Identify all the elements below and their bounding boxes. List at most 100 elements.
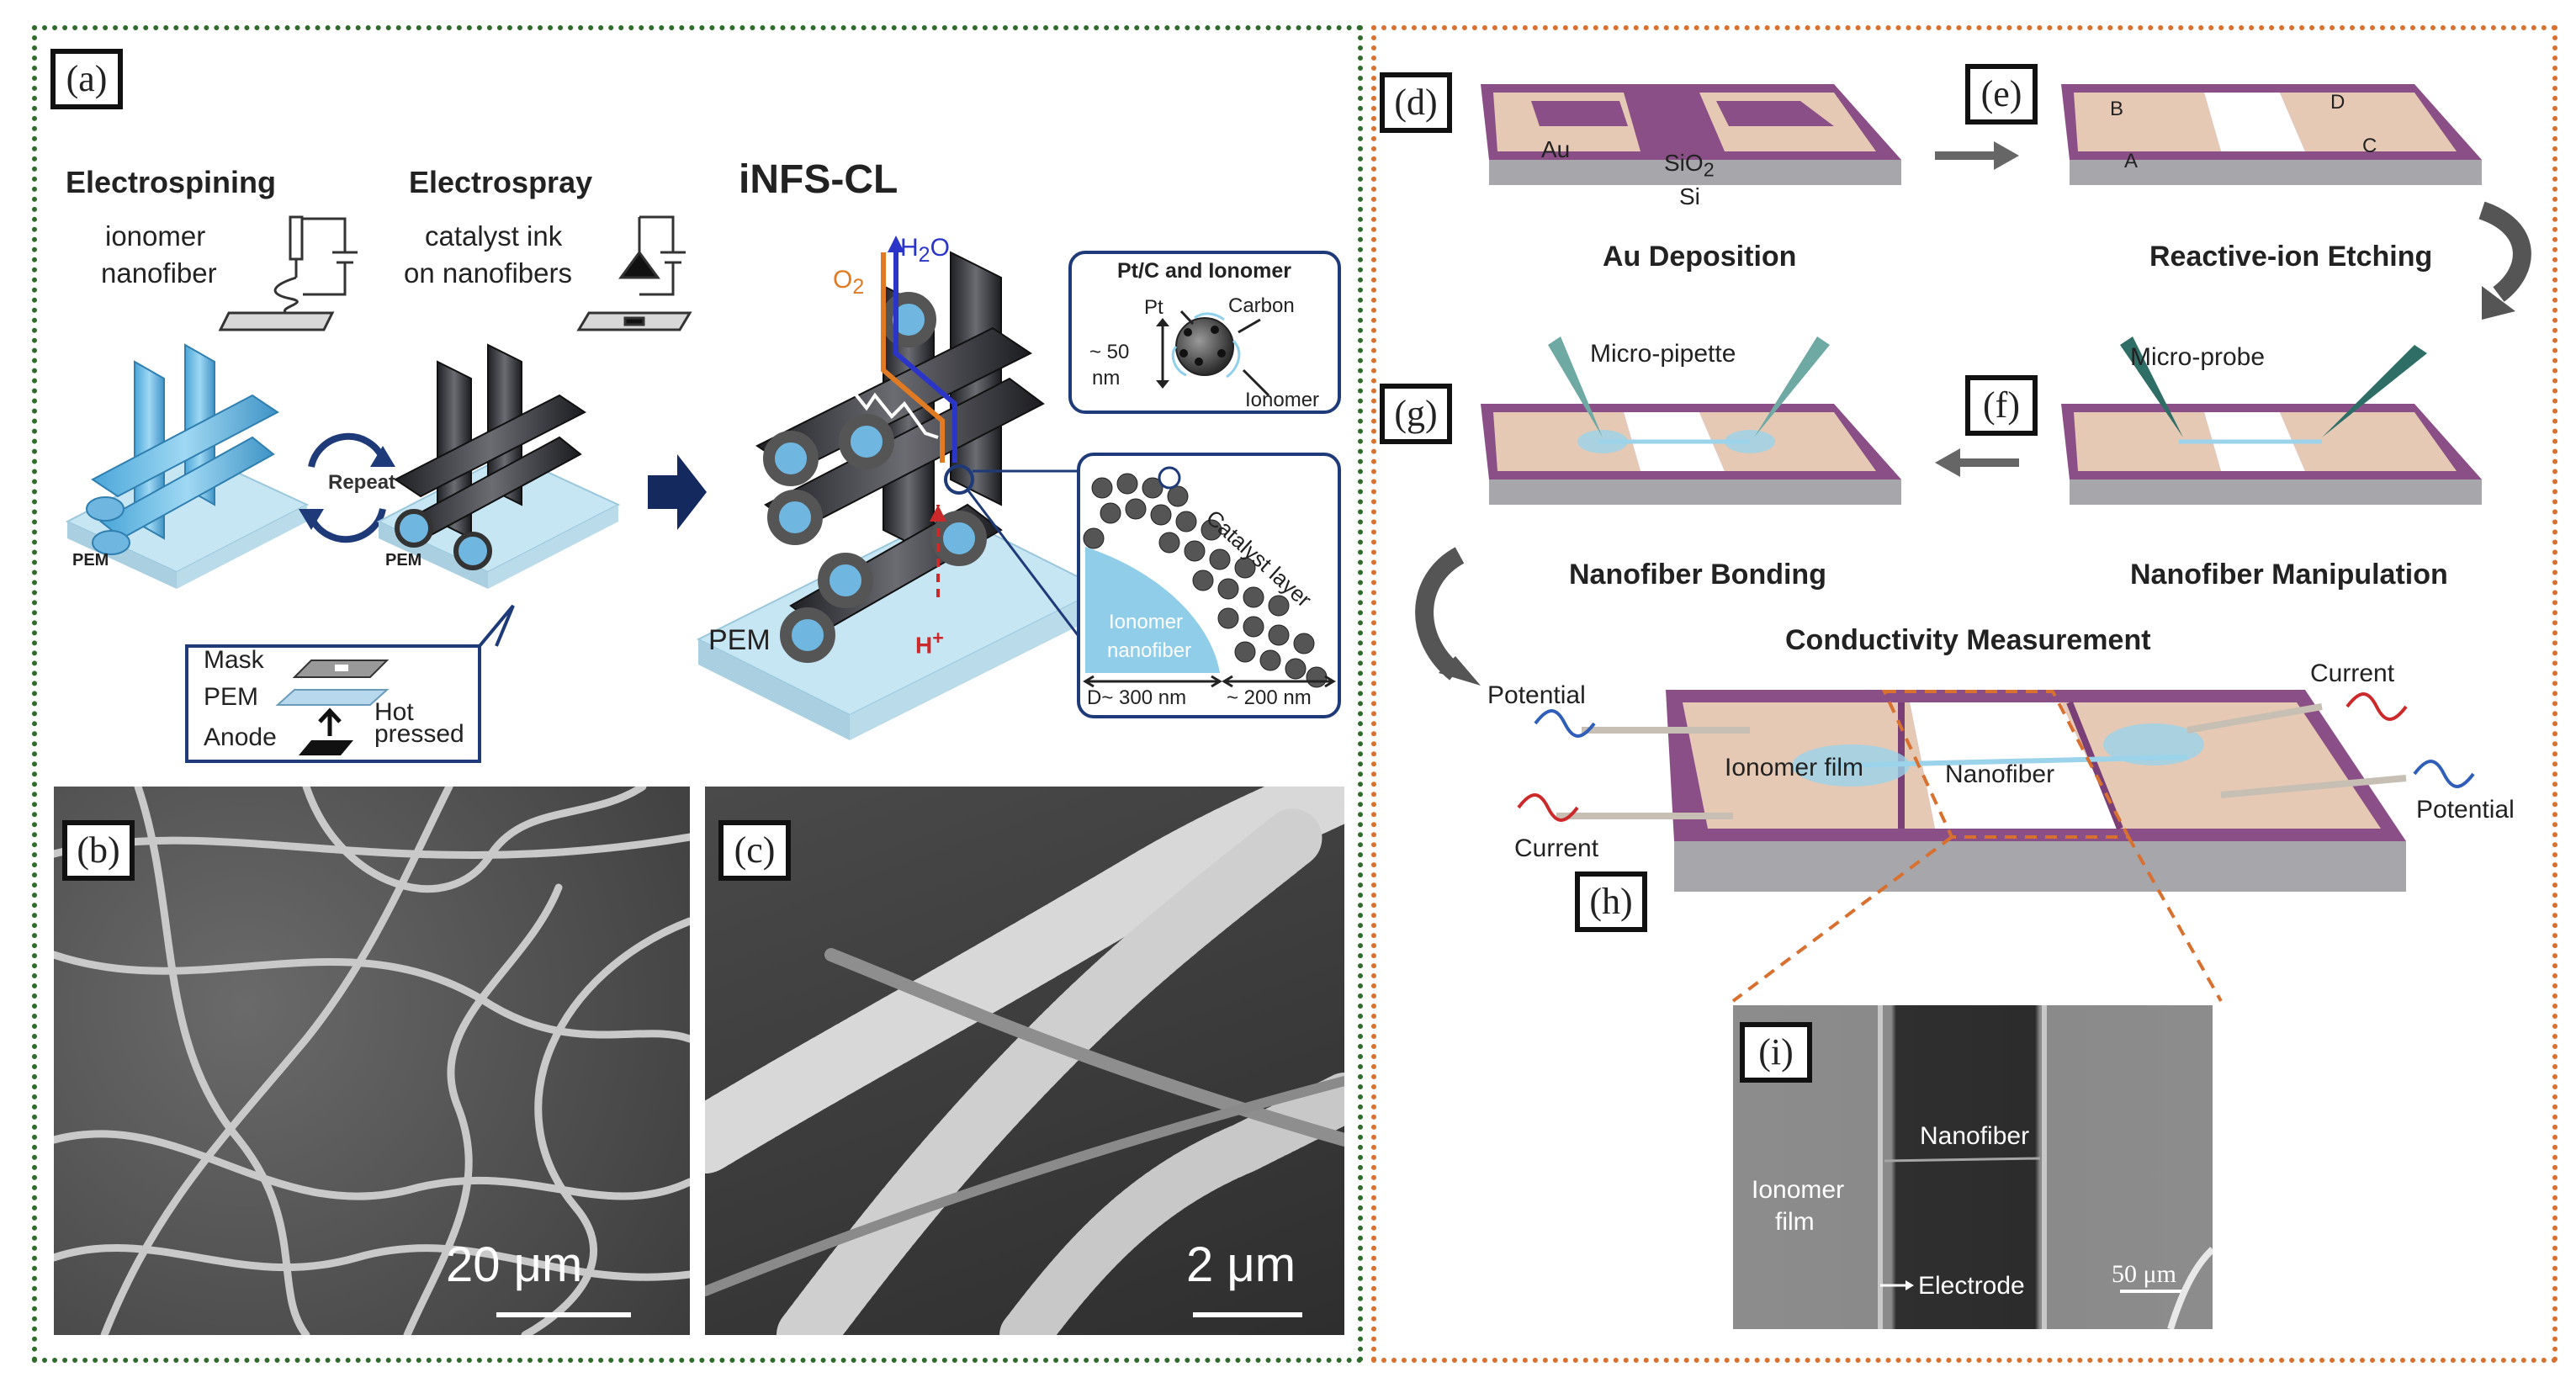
hot-label: Hot: [374, 698, 414, 726]
panel-label-d: (d): [1380, 72, 1452, 133]
pem-dark-fibers-illustration: [376, 343, 621, 589]
infs-cl-title: iNFS-CL: [739, 157, 898, 202]
sem-image-b: [54, 787, 690, 1335]
potential-wave-right-icon: [2413, 760, 2475, 788]
pad-a-label: A: [2124, 150, 2139, 172]
scale-label-c: 2 μm: [1186, 1237, 1296, 1292]
size-nm-label: nm: [1092, 367, 1121, 389]
current-left-label: Current: [1514, 834, 1599, 862]
arrow-e-f-icon: [2478, 201, 2531, 302]
sem-image-c: [705, 787, 1344, 1335]
micro-pipette-label: Micro-pipette: [1590, 340, 1736, 368]
potential-left-label: Potential: [1487, 681, 1586, 709]
electrospray-sub2: on nanofibers: [404, 257, 572, 289]
pt-label: Pt: [1144, 296, 1163, 319]
au-label: Au: [1541, 136, 1571, 162]
au-deposition-caption: Au Deposition: [1603, 241, 1797, 273]
arrow-g-h-icon: [1415, 547, 1465, 681]
pem-label-1: PEM: [72, 551, 109, 570]
nanofiber-manipulation-caption: Nanofiber Manipulation: [2130, 559, 2448, 591]
sem-fibers-c: [705, 787, 1344, 1335]
catalyst-layer-callout: [1077, 453, 1341, 718]
electrospinning-sub2: nanofiber: [101, 257, 217, 289]
rie-caption: Reactive-ion Etching: [2149, 241, 2433, 273]
pem-blue-fibers-illustration: [65, 343, 310, 589]
scale-bar-b: [496, 1312, 631, 1317]
repeat-label: Repeat: [328, 471, 396, 494]
nanofiber-label: Nanofiber: [1945, 760, 2055, 788]
sem-ionomer-label-2: film: [1775, 1208, 1815, 1236]
chip-d: [1481, 84, 1901, 185]
right-panel: [1371, 25, 2557, 1363]
arrow-d-e-icon: [1935, 141, 2019, 170]
sem-i-details: [1878, 1005, 2213, 1329]
si-label: Si: [1679, 183, 1700, 209]
electrospray-title: Electrospray: [409, 165, 593, 199]
micro-probe-label: Micro-probe: [2130, 343, 2266, 371]
proton-label: H+: [915, 627, 944, 659]
sem-scale-label: 50 μm: [2112, 1260, 2176, 1288]
panel-label-a: (a): [50, 49, 123, 109]
current-wave-left-icon: [1517, 793, 1579, 822]
anode-label: Anode: [204, 723, 277, 751]
mask-label: Mask: [204, 646, 264, 674]
conductivity-measurement-caption: Conductivity Measurement: [1785, 624, 2151, 656]
electrospinning-apparatus-icon: [218, 215, 358, 331]
pad-b-label: B: [2110, 98, 2124, 120]
electrospinning-title: Electrospining: [66, 165, 277, 199]
panel-label-b: (b): [62, 820, 135, 881]
size-50-label: ~ 50: [1089, 341, 1130, 363]
chip-e: [2061, 84, 2482, 185]
carbon-label: Carbon: [1228, 294, 1295, 317]
o2-label: O2: [833, 266, 865, 299]
potential-right-label: Potential: [2416, 796, 2515, 824]
electrospray-sub1: catalyst ink: [425, 220, 563, 252]
panel-label-g: (g): [1380, 384, 1452, 444]
hot-press-layers: [275, 660, 390, 755]
pem-big-label: PEM: [708, 624, 771, 656]
pem-inset-label: PEM: [204, 683, 259, 711]
chip-h: [1556, 690, 2407, 1003]
ionomer-label: Ionomer: [1245, 389, 1320, 411]
panel-label-i: (i): [1740, 1022, 1812, 1083]
panel-label-f: (f): [1965, 375, 2038, 436]
panel-label-c: (c): [718, 820, 791, 881]
potential-wave-left-icon: [1534, 709, 1596, 738]
ptc-ionomer-title: Pt/C and Ionomer: [1117, 259, 1291, 283]
infs-cl-illustration: [696, 236, 1105, 740]
sem-electrode-label: Electrode: [1918, 1272, 2025, 1300]
sem-image-i: [1733, 1005, 2213, 1329]
ptc-ionomer-callout: [1068, 251, 1341, 414]
scale-label-b: 20 μm: [446, 1237, 583, 1292]
chip-g: [1481, 336, 1901, 505]
chip-f: [2061, 336, 2482, 505]
current-wave-right-icon: [2345, 692, 2408, 721]
d300-label: D~ 300 nm: [1087, 686, 1187, 709]
pressed-label: pressed: [374, 720, 464, 748]
scale-bar-c: [1193, 1312, 1302, 1317]
arrow-f-g-icon: [1935, 448, 2019, 477]
sem-nanofiber-label: Nanofiber: [1920, 1122, 2030, 1150]
d200-label: ~ 200 nm: [1227, 686, 1312, 709]
electron-label: e-: [833, 366, 853, 398]
pad-d-label: D: [2330, 91, 2345, 114]
nanofiber-bonding-caption: Nanofiber Bonding: [1569, 559, 1826, 591]
h2o-label: H2O: [900, 234, 950, 267]
process-arrow-icon: [648, 454, 707, 530]
ionomer-film-label: Ionomer film: [1725, 754, 1864, 781]
electrospray-apparatus-icon: [576, 215, 692, 331]
current-right-label: Current: [2310, 660, 2395, 687]
sio2-label: SiO2: [1664, 150, 1715, 181]
pad-c-label: C: [2362, 135, 2377, 157]
ionomer-nanofiber-label-1: Ionomer: [1109, 611, 1184, 633]
sem-fibers-b: [54, 787, 690, 1335]
panel-label-e: (e): [1965, 64, 2038, 124]
pem-label-2: PEM: [385, 551, 422, 570]
electrospinning-sub1: ionomer: [105, 220, 206, 252]
ionomer-nanofiber-label-2: nanofiber: [1107, 639, 1192, 662]
sem-ionomer-label-1: Ionomer: [1752, 1176, 1845, 1204]
panel-label-h: (h): [1575, 871, 1647, 932]
left-panel: [32, 25, 1363, 1363]
